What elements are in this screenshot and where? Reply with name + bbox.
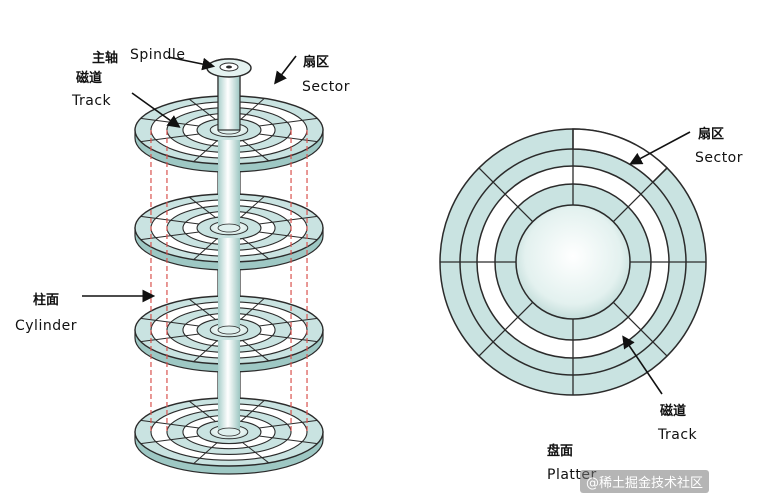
track-label-zh-left: 磁道	[76, 71, 103, 86]
sector-line	[258, 317, 318, 327]
sector-line	[242, 442, 270, 464]
sector-line	[188, 298, 216, 320]
sector-line	[188, 196, 216, 218]
spindle-label-zh: 主轴	[92, 51, 119, 66]
spindle-segment	[218, 340, 240, 432]
sector-arrow-left	[274, 55, 297, 85]
spindle-socket	[217, 427, 241, 437]
sector-label-en-right: Sector	[695, 150, 744, 166]
platter-label-zh: 盘面	[547, 444, 574, 459]
sector-line	[188, 98, 216, 120]
sector-line	[193, 340, 218, 362]
sector-line	[258, 215, 318, 225]
track-label-en-right: Track	[658, 427, 698, 443]
platter-4	[134, 340, 324, 475]
sector-line	[258, 435, 318, 445]
spindle-arrow	[167, 56, 216, 71]
spindle-segment	[218, 140, 240, 228]
spindle-socket	[217, 223, 241, 233]
sector-line	[140, 317, 200, 327]
sector-line	[258, 117, 318, 127]
sector-label-zh-left: 扇区	[303, 55, 330, 70]
track-label-en-left: Track	[72, 93, 112, 109]
spindle-label-en: Spindle	[130, 47, 186, 63]
sector-line	[140, 435, 200, 445]
sector-line	[242, 140, 270, 162]
track-arrow-left	[131, 92, 181, 128]
sector-line	[612, 167, 668, 223]
spindle-cap-hole	[226, 65, 232, 69]
sector-line	[193, 140, 218, 162]
sector-line	[240, 400, 265, 422]
platter-2	[134, 140, 324, 271]
sector-line	[612, 301, 668, 357]
sector-line	[240, 298, 265, 320]
sector-line	[140, 215, 200, 225]
sector-line	[478, 167, 534, 223]
sector-arrow-right	[629, 131, 691, 165]
sector-line	[240, 196, 265, 218]
cylinder-label-en: Cylinder	[15, 318, 77, 334]
platter-3	[134, 238, 324, 373]
track-label-zh-right: 磁道	[660, 404, 687, 419]
sector-line	[240, 98, 265, 120]
spindle-socket	[217, 325, 241, 335]
annotation-arrows	[82, 55, 691, 395]
sector-line	[242, 340, 270, 362]
sector-label-en-left: Sector	[302, 79, 351, 95]
sector-line	[188, 400, 216, 422]
sector-line	[242, 238, 270, 260]
watermark: @稀土掘金技术社区	[580, 470, 710, 493]
sector-line	[193, 238, 218, 260]
platter-top-view	[439, 128, 707, 396]
sector-line	[478, 301, 534, 357]
sector-label-zh-right: 扇区	[698, 127, 725, 142]
cylinder-label-zh: 柱面	[33, 293, 60, 308]
platter-stack	[134, 58, 324, 475]
spindle-segment	[218, 238, 240, 330]
track-arrow-right	[622, 335, 663, 395]
track-ring	[515, 204, 631, 320]
sector-line	[193, 442, 218, 464]
